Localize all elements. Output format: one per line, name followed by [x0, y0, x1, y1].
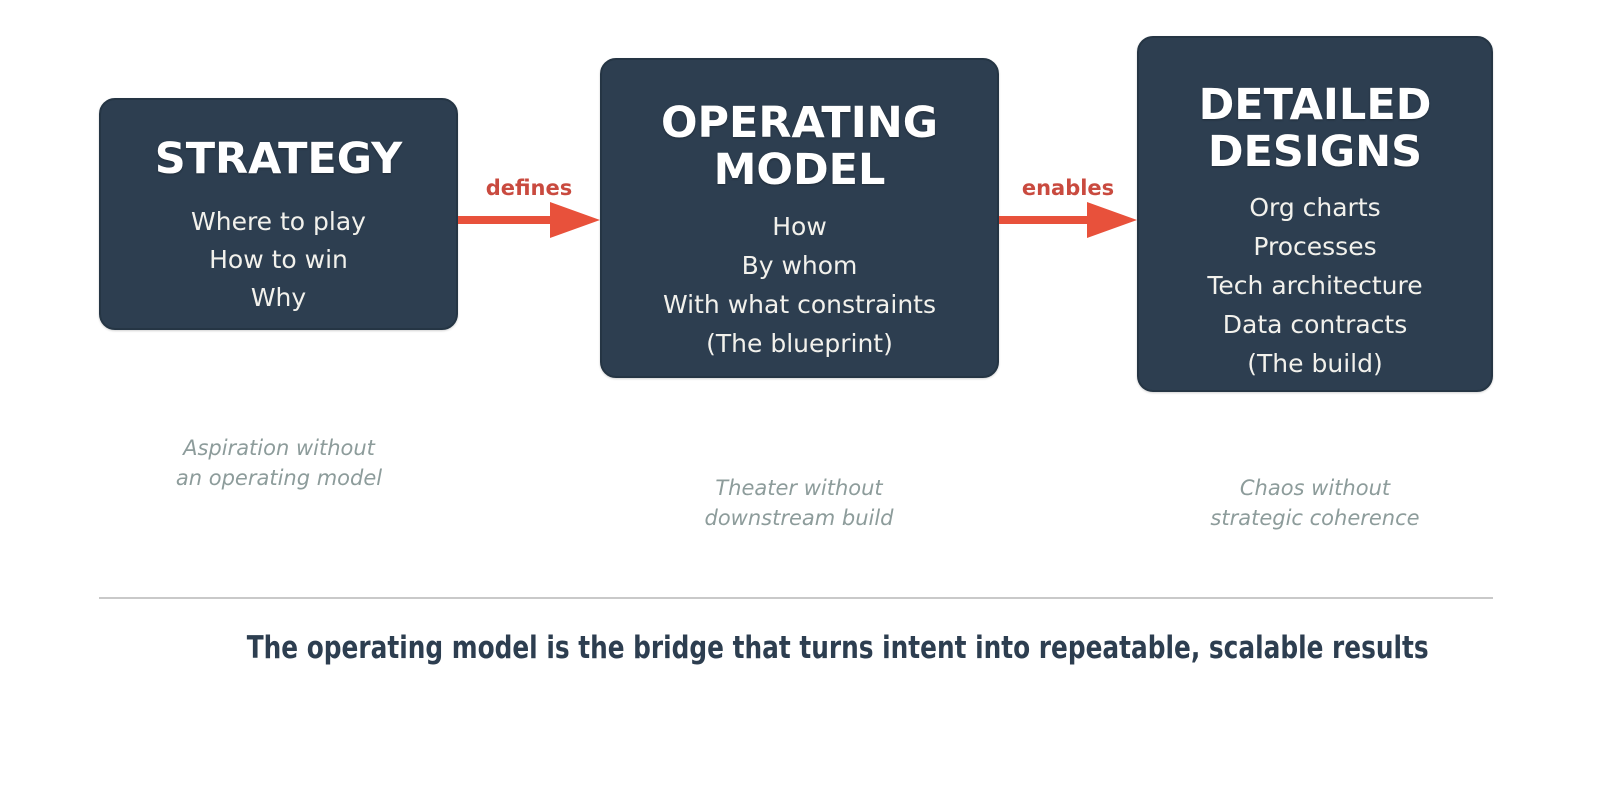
strategy-box-title: STRATEGY — [154, 134, 403, 184]
strategy-box: STRATEGY Where to play How to win Why — [99, 98, 458, 330]
connector-defines: defines — [458, 176, 600, 238]
operating-model-caption-line-1: Theater without — [715, 476, 883, 500]
strategy-box-items: Where to play How to win Why — [101, 203, 456, 317]
operating-model-box-title: OPERATING MODEL — [660, 98, 939, 195]
operating-item-by-whom: By whom — [741, 251, 858, 280]
operating-item-blueprint: (The blueprint) — [706, 329, 893, 358]
detailed-designs-box-items: Org charts Processes Tech architecture D… — [1139, 188, 1491, 383]
arrow-right-icon — [458, 202, 600, 238]
operating-item-how: How — [772, 212, 827, 241]
arrow-right-icon — [999, 202, 1137, 238]
detailed-item-tech-architecture: Tech architecture — [1207, 271, 1423, 300]
strategy-caption: Aspiration without an operating model — [176, 433, 382, 493]
detailed-designs-caption-line-1: Chaos without — [1239, 476, 1391, 500]
connector-defines-label: defines — [485, 176, 573, 200]
strategy-item-how-to-win: How to win — [209, 245, 348, 274]
bottom-statement: The operating model is the bridge that t… — [99, 629, 1493, 667]
detailed-designs-box-title: DETAILED DESIGNS — [1198, 80, 1432, 177]
detailed-item-org-charts: Org charts — [1249, 193, 1381, 222]
detailed-item-build: (The build) — [1247, 349, 1383, 378]
detailed-item-data-contracts: Data contracts — [1222, 310, 1408, 339]
strategy-item-where-to-play: Where to play — [191, 207, 366, 236]
operating-model-box: OPERATING MODEL How By whom With what co… — [600, 58, 999, 378]
detailed-designs-caption-line-2: strategic coherence — [1210, 506, 1420, 530]
operating-item-constraints: With what constraints — [663, 290, 936, 319]
operating-model-caption-line-2: downstream build — [704, 506, 894, 530]
divider-line — [99, 597, 1493, 599]
strategy-caption-line-2: an operating model — [175, 466, 383, 490]
strategy-item-why: Why — [250, 283, 307, 312]
strategy-caption-line-1: Aspiration without — [183, 436, 375, 460]
operating-model-caption: Theater without downstream build — [704, 473, 893, 533]
operating-model-box-items: How By whom With what constraints (The b… — [602, 207, 997, 363]
connector-enables: enables — [999, 176, 1137, 238]
detailed-designs-caption: Chaos without strategic coherence — [1210, 473, 1419, 533]
detailed-designs-box: DETAILED DESIGNS Org charts Processes Te… — [1137, 36, 1493, 392]
bottom-statement-text: The operating model is the bridge that t… — [246, 630, 1429, 666]
detailed-item-processes: Processes — [1253, 232, 1377, 261]
connector-enables-label: enables — [1021, 176, 1115, 200]
